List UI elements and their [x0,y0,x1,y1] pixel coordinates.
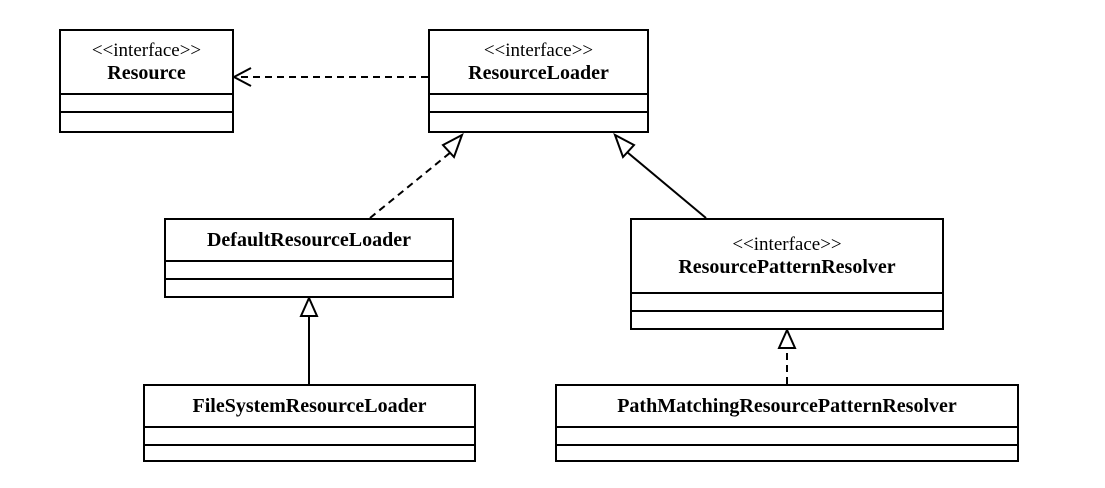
class-name: PathMatchingResourcePatternResolver [617,395,957,417]
class-resource-pattern-resolver: <<interface>> ResourcePatternResolver [630,218,944,330]
operations-compartment [145,446,474,460]
class-resource-loader: <<interface>> ResourceLoader [428,29,649,133]
class-name: FileSystemResourceLoader [192,395,427,417]
stereotype-label: <<interface>> [732,233,842,255]
attributes-compartment [557,428,1017,446]
class-header: <<interface>> Resource [61,31,232,95]
operations-compartment [557,446,1017,460]
realization-default-to-resourceloader [369,132,464,219]
generalization-filesystem-to-default [299,295,319,384]
attributes-compartment [430,95,647,113]
class-header: FileSystemResourceLoader [145,386,474,428]
class-name: DefaultResourceLoader [206,229,412,251]
class-name: ResourcePatternResolver [678,255,896,278]
class-resource: <<interface>> Resource [59,29,234,133]
operations-compartment [430,113,647,131]
class-header: <<interface>> ResourceLoader [430,31,647,95]
operations-compartment [61,113,232,131]
attributes-compartment [145,428,474,446]
dependency-resourceloader-to-resource [231,67,428,87]
class-path-matching-resource-pattern-resolver: PathMatchingResourcePatternResolver [555,384,1019,462]
operations-compartment [166,280,452,296]
class-header: PathMatchingResourcePatternResolver [557,386,1017,428]
class-default-resource-loader: DefaultResourceLoader [164,218,454,298]
class-file-system-resource-loader: FileSystemResourceLoader [143,384,476,462]
operations-compartment [632,312,942,328]
class-name: ResourceLoader [468,61,609,84]
class-header: <<interface>> ResourcePatternResolver [632,220,942,294]
attributes-compartment [166,262,452,280]
stereotype-label: <<interface>> [483,39,594,61]
class-header: DefaultResourceLoader [166,220,452,262]
class-name: Resource [107,61,186,84]
attributes-compartment [61,95,232,113]
stereotype-label: <<interface>> [91,39,202,61]
attributes-compartment [632,294,942,312]
generalization-patternresolver-to-resourceloader [613,132,707,219]
realization-pathmatching-to-patternresolver [777,327,797,384]
